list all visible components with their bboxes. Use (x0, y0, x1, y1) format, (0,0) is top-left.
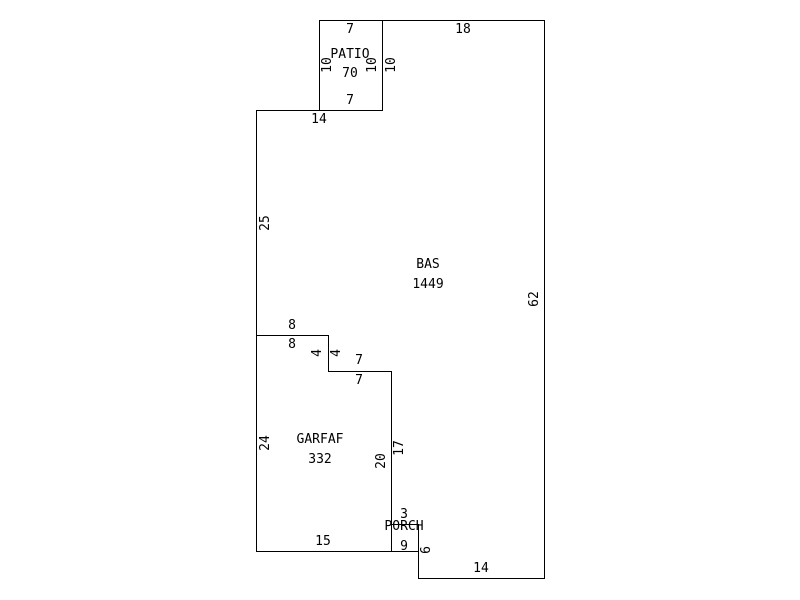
dim-patio-bottom: 7 (346, 93, 354, 108)
patio-area: 70 (342, 66, 358, 81)
dim-patio-right-outer: 10 (384, 57, 399, 73)
bas-outline (256, 20, 545, 579)
dim-garage-bottom: 15 (315, 534, 331, 549)
dim-porch-top: 3 (400, 507, 408, 522)
patio-outline (319, 20, 383, 111)
bas-area: 1449 (412, 277, 443, 292)
dim-garage-left: 24 (258, 435, 273, 451)
dim-notch-top-upper: 8 (288, 318, 296, 333)
dim-patio-right-inner: 10 (365, 57, 380, 73)
porch-label: PORCH (384, 519, 423, 534)
dim-bas-step-top: 14 (311, 112, 327, 127)
bas-label: BAS (416, 257, 439, 272)
dim-bas-top: 18 (455, 22, 471, 37)
dim-porch-right: 6 (419, 546, 434, 554)
dim-garage-right-inner: 20 (374, 453, 389, 469)
dim-patio-left: 10 (320, 57, 335, 73)
dim-bas-right: 62 (527, 291, 542, 307)
dim-notch-step-lower: 7 (355, 373, 363, 388)
dim-bas-left: 25 (258, 215, 273, 231)
dim-garage-right-outer: 17 (392, 440, 407, 456)
dim-bas-bottom: 14 (473, 561, 489, 576)
porch-outline (391, 524, 419, 552)
patio-label: PATIO (330, 47, 369, 62)
dim-notch-right: 4 (329, 349, 344, 357)
dim-porch-bottom: 9 (400, 539, 408, 554)
dim-patio-top: 7 (346, 22, 354, 37)
dim-notch-left: 4 (310, 349, 325, 357)
garage-label: GARFAF (297, 432, 344, 447)
garage-area: 332 (308, 452, 331, 467)
dim-notch-top-lower: 8 (288, 337, 296, 352)
dim-notch-step-upper: 7 (355, 353, 363, 368)
garage-outline (256, 335, 392, 552)
